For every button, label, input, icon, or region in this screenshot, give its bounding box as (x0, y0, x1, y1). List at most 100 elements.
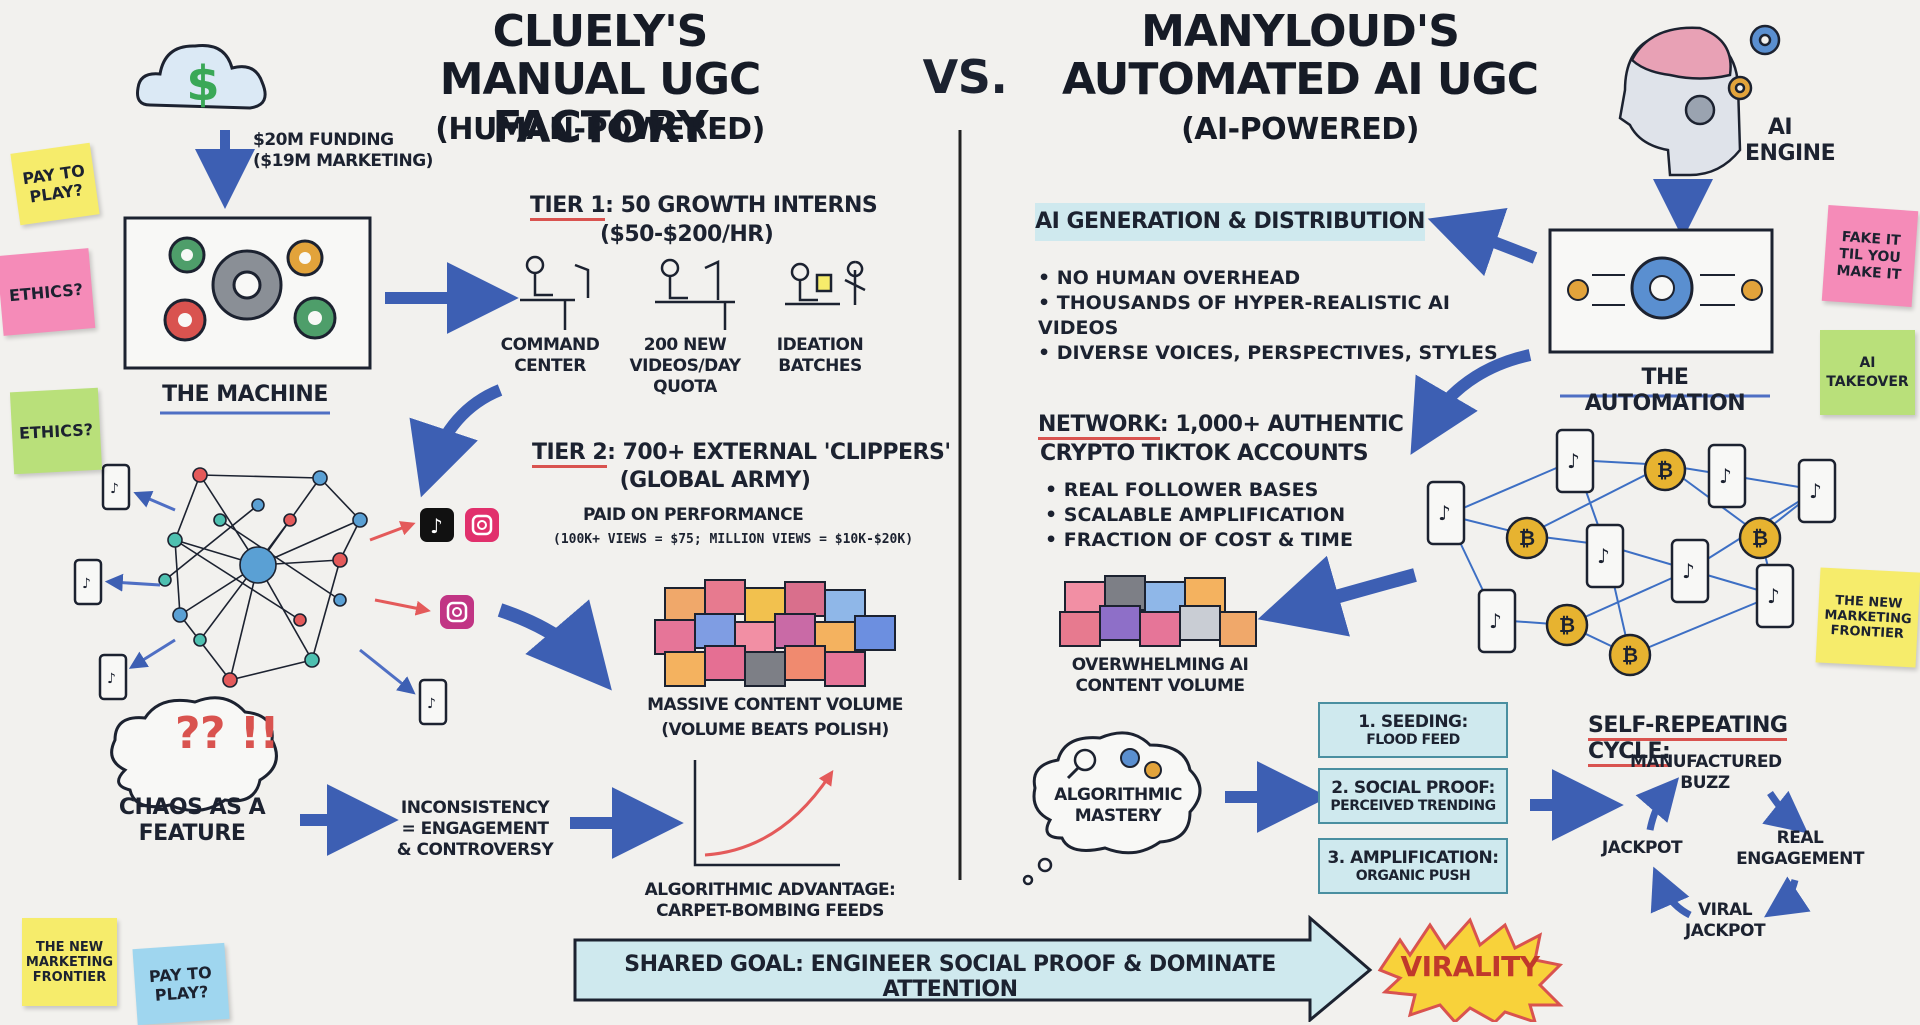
svg-text:$: $ (186, 56, 219, 112)
svg-text:♪: ♪ (1719, 464, 1732, 488)
gen-bullet: DIVERSE VOICES, PERSPECTIVES, STYLES (1038, 341, 1518, 366)
cycle-jackpot: JACKPOT (1601, 838, 1683, 858)
chaos-thought-cloud (110, 696, 278, 812)
cycle-viral-jackpot: VIRAL JACKPOT (1684, 900, 1766, 941)
vs-label: VS. (922, 50, 1008, 104)
virality-label: VIRALITY (1400, 950, 1540, 983)
ai-robot-head-icon (1618, 24, 1781, 177)
automation-label: THE AUTOMATION (1584, 365, 1746, 416)
arrow-tier1-to-network (409, 384, 503, 498)
funding-text: $20M FUNDING ($19M MARKETING) (253, 130, 453, 172)
tier1-item-command-center: COMMAND CENTER (500, 335, 600, 376)
right-title-line1: MANYLOUD'S (1141, 6, 1460, 57)
gen-bullet: THOUSANDS OF HYPER-REALISTIC AI VIDEOS (1038, 291, 1518, 341)
left-title: CLUELY'S MANUAL UGC FACTORY (340, 8, 860, 152)
ai-engine-label: AI ENGINE (1745, 115, 1836, 166)
svg-text:♪: ♪ (430, 514, 443, 538)
volume-title: MASSIVE CONTENT VOLUME (647, 695, 903, 715)
sticky-ethics-1: ETHICS? (0, 248, 96, 336)
volume-sub: (VOLUME BEATS POLISH) (661, 720, 889, 740)
arrow-to-content-volume (497, 599, 612, 691)
right-title: MANYLOUD'S AUTOMATED AI UGC (1060, 8, 1540, 104)
machine-label: THE MACHINE (162, 382, 328, 407)
network-bullets: REAL FOLLOWER BASES SCALABLE AMPLIFICATI… (1045, 478, 1405, 553)
chaos-label: CHAOS AS A FEATURE (118, 795, 266, 846)
network-heading: NETWORK: 1,000+ AUTHENTIC (1038, 412, 1418, 440)
step-sub: ORGANIC PUSH (1355, 868, 1471, 884)
svg-text:♪: ♪ (1567, 449, 1580, 473)
ai-generation-box: AI GENERATION & DISTRIBUTION (1035, 203, 1425, 241)
left-subtitle: (HUMAN-POWERED) (435, 112, 765, 147)
cycle-title: SELF-REPEATING CYCLE: (1588, 713, 1868, 767)
sticky-pay-to-play-1: PAY TO PLAY? (10, 142, 100, 226)
cycle-manufactured-buzz: MANUFACTURED BUZZ (1630, 752, 1782, 793)
network-line2: CRYPTO TIKTOK ACCOUNTS (1040, 441, 1369, 466)
tier1-rest: : 50 GROWTH INTERNS (605, 193, 878, 218)
svg-text:♪: ♪ (1809, 479, 1822, 503)
network-bullet: REAL FOLLOWER BASES (1045, 478, 1405, 503)
step-title: 2. SOCIAL PROOF: (1331, 778, 1495, 798)
left-title-line1: CLUELY'S (492, 6, 709, 57)
right-subtitle: (AI-POWERED) (1181, 112, 1419, 147)
content-pile-right-icon (1059, 575, 1257, 647)
sticky-pay-to-play-2: PAY TO PLAY? (132, 942, 230, 1025)
tier1-heading: TIER 1: 50 GROWTH INTERNS (530, 193, 930, 221)
svg-text:₿: ₿ (1752, 526, 1768, 550)
cycle-title-text: SELF-REPEATING CYCLE: (1588, 713, 1788, 767)
left-title-line2: MANUAL UGC FACTORY (439, 54, 762, 153)
paid-detail: (100K+ VIEWS = $75; MILLION VIEWS = $10K… (553, 532, 914, 547)
gen-bullet: NO HUMAN OVERHEAD (1038, 266, 1518, 291)
svg-text:♪: ♪ (427, 696, 436, 712)
algo-advantage-label: ALGORITHMIC ADVANTAGE: CARPET-BOMBING FE… (644, 880, 896, 921)
tier1-item-videos-quota: 200 NEW VIDEOS/DAY QUOTA (629, 335, 741, 397)
intern-desk-icons (520, 255, 866, 330)
phone-icons-left (73, 463, 448, 726)
automation-gear-icon (1548, 228, 1774, 354)
svg-text:♪: ♪ (1767, 584, 1780, 608)
svg-text:₿: ₿ (1519, 526, 1535, 550)
growth-curve-icon (693, 760, 840, 867)
svg-text:♪: ♪ (1438, 501, 1451, 525)
sticky-ethics-2: ETHICS? (9, 387, 103, 475)
step-title: 1. SEEDING: (1358, 712, 1468, 732)
tier1-item-ideation: IDEATION BATCHES (776, 335, 864, 376)
tiktok-instagram-badges: ♪ (420, 508, 499, 629)
step-sub: FLOOD FEED (1366, 732, 1460, 748)
sticky-ai-takeover: AI TAKEOVER (1820, 330, 1915, 415)
gen-bullets: NO HUMAN OVERHEAD THOUSANDS OF HYPER-REA… (1038, 266, 1518, 366)
funding-line1: $20M FUNDING (253, 130, 394, 150)
step-sub: PERCEIVED TRENDING (1330, 798, 1496, 814)
machine-gears-icon (123, 216, 372, 370)
network-prefix: NETWORK (1038, 412, 1160, 440)
tier1-rate: ($50-$200/HR) (600, 222, 774, 247)
tier2-rest: : 700+ EXTERNAL 'CLIPPERS' (607, 440, 951, 465)
step-social-proof: 2. SOCIAL PROOF: PERCEIVED TRENDING (1318, 768, 1508, 824)
clipper-network-icon (158, 467, 368, 688)
network-bullet: FRACTION OF COST & TIME (1045, 528, 1405, 553)
funding-line2: ($19M MARKETING) (253, 151, 433, 171)
virality-burst (1377, 917, 1564, 1022)
tier2-sub: (GLOBAL ARMY) (619, 468, 811, 493)
svg-text:♪: ♪ (1682, 559, 1695, 583)
cycle-arrows (1635, 777, 1811, 919)
sticky-new-frontier-1: THE NEW MARKETING FRONTIER (22, 918, 117, 1006)
svg-text:₿: ₿ (1622, 643, 1638, 667)
arrow-automation-to-generation (1427, 207, 1538, 277)
arrow-automation-to-network (1410, 349, 1532, 455)
inconsistency-label: INCONSISTENCY = ENGAGEMENT & CONTROVERSY (396, 798, 554, 860)
money-cloud-icon: $ (136, 43, 267, 112)
shared-goal-text: SHARED GOAL: ENGINEER SOCIAL PROOF & DOM… (624, 952, 1276, 1002)
step-title: 3. AMPLIFICATION: (1327, 848, 1499, 868)
arrow-network-to-content (1257, 555, 1417, 637)
network-rest: : 1,000+ AUTHENTIC (1159, 412, 1404, 437)
chaos-marks: ?? !! (175, 708, 280, 759)
tier2-prefix: TIER 2 (532, 440, 608, 468)
cycle-real-engagement: REAL ENGAGEMENT (1736, 828, 1864, 869)
tier2-heading: TIER 2: 700+ EXTERNAL 'CLIPPERS' (532, 440, 952, 468)
crypto-network-icon: ♪♪♪♪ ♪♪♪♪ ₿₿₿ ₿₿ (1426, 428, 1837, 677)
sticky-new-frontier-2: THE NEW MARKETING FRONTIER (1815, 567, 1920, 668)
step-amplification: 3. AMPLIFICATION: ORGANIC PUSH (1318, 838, 1508, 894)
network-bullet: SCALABLE AMPLIFICATION (1045, 503, 1405, 528)
step-seeding: 1. SEEDING: FLOOD FEED (1318, 702, 1508, 758)
